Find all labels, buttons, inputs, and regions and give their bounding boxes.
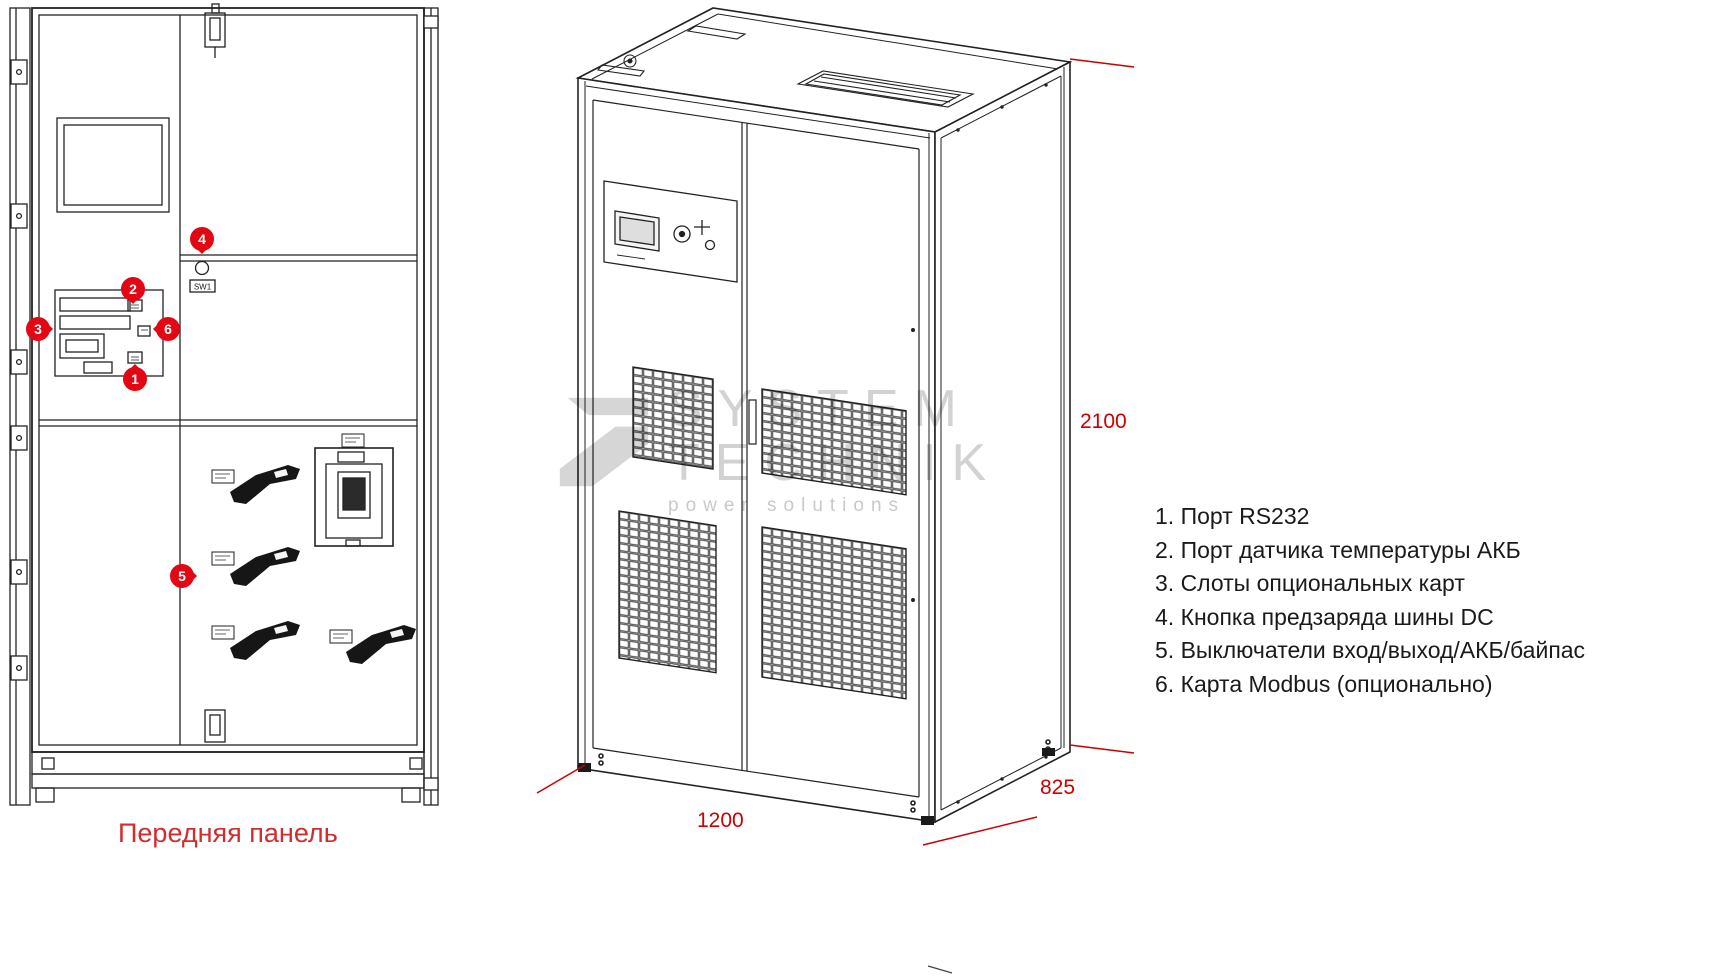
- front-panel-drawing: SW1: [9, 3, 439, 806]
- legend-item-1: 1. Порт RS232: [1155, 503, 1310, 529]
- breaker-handle: [229, 620, 301, 661]
- legend-list: 1. Порт RS232 2. Порт датчика температур…: [1155, 500, 1585, 701]
- legend-item-6: 6. Карта Modbus (опционально): [1155, 670, 1493, 697]
- bypass-device: [314, 447, 394, 547]
- hinge-blocks: [10, 59, 28, 681]
- vent-grille: [761, 388, 907, 496]
- door-lock-top: [204, 3, 226, 58]
- option-card-slot: [59, 297, 131, 312]
- precharge-button: SW1: [189, 260, 216, 293]
- precharge-button-label: SW1: [194, 283, 212, 292]
- door-lock-bottom: [204, 709, 226, 743]
- option-card-slot: [59, 315, 131, 330]
- top-vent: [796, 70, 975, 108]
- vent-grille: [632, 366, 714, 470]
- door-handle: [748, 399, 757, 445]
- screw-dots: [911, 83, 1048, 804]
- breaker-handle: [229, 546, 301, 587]
- vent-grille: [618, 510, 717, 674]
- callout-marker-6: 6: [153, 317, 180, 341]
- callout-marker-5: 5: [170, 564, 197, 588]
- legend-item-5: 5. Выключатели вход/выход/АКБ/байпас: [1155, 637, 1586, 663]
- callout-marker-3: 3: [26, 317, 53, 341]
- breaker-handle: [229, 464, 301, 505]
- callout-marker-4: 4: [190, 227, 214, 254]
- panel-button: [704, 239, 716, 251]
- top-latch: [596, 54, 646, 77]
- vent-grille: [761, 526, 907, 700]
- front-panel-caption: Передняя панель: [118, 818, 338, 848]
- display-window: [56, 117, 170, 213]
- dimension-ticks: [536, 58, 1135, 846]
- top-slot: [686, 25, 747, 40]
- breaker-labels: [211, 433, 365, 644]
- cabinet-base: [31, 751, 425, 803]
- dimension-width-label: 1200: [697, 809, 744, 832]
- rs232-port: [127, 351, 143, 364]
- dimension-depth-label: 825: [1040, 776, 1075, 799]
- legend-item-2: 2. Порт датчика температуры АКБ: [1155, 536, 1521, 563]
- iso-control-panel: [603, 180, 738, 283]
- nav-cross-icon: [694, 220, 710, 235]
- panel-button: [673, 225, 691, 243]
- callout-marker-1: 1: [123, 364, 147, 391]
- isometric-drawing: [575, 7, 1073, 974]
- dimension-height-label: 2100: [1080, 410, 1127, 433]
- legend-item-3: 3. Слоты опциональных карт: [1155, 570, 1465, 596]
- callout-marker-2: 2: [121, 277, 145, 304]
- modbus-port: [137, 325, 151, 337]
- comm-port-cluster: [54, 289, 164, 377]
- base-details: [578, 739, 1055, 825]
- legend-item-4: 4. Кнопка предзаряда шины DC: [1155, 603, 1494, 630]
- breaker-handle: [345, 624, 417, 665]
- cabinet-side-face: [934, 60, 1071, 824]
